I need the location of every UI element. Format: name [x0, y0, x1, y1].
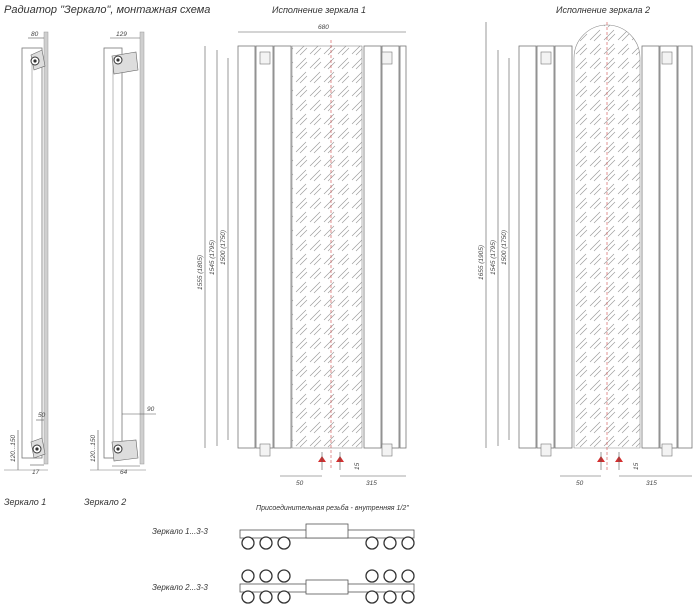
front-view-2: Исполнение зеркала 2 1655 (1905) 1545 (1…: [478, 5, 693, 487]
side2-label: Зеркало 2: [84, 497, 126, 507]
front1-left: 50: [296, 480, 304, 487]
front-view-1: Исполнение зеркала 1 680 1555 (1805) 154…: [197, 5, 407, 487]
section1-label: Зеркало 1...3-3: [152, 527, 208, 536]
front1-h3: 1500 (1750): [220, 230, 227, 265]
front2-title: Исполнение зеркала 2: [556, 5, 650, 15]
front1-title: Исполнение зеркала 1: [272, 5, 366, 15]
front1-bottom: 15: [354, 462, 361, 470]
front1-width: 680: [318, 24, 329, 31]
side1-wall: 50: [38, 412, 46, 419]
front2-bottom: 15: [633, 462, 640, 470]
connection-note: Присоединительная резьба - внутренняя 1/…: [256, 504, 409, 512]
front2-h1: 1655 (1905): [478, 245, 485, 280]
side1-label: Зеркало 1: [4, 497, 46, 507]
front2-h3: 1500 (1750): [501, 230, 508, 265]
side2-depth: 129: [116, 31, 127, 38]
side-view-2: 129 90 120...150 64 Зеркало 2: [84, 31, 156, 507]
front2-h2: 1545 (1795): [490, 240, 497, 275]
front1-h2: 1545 (1795): [209, 240, 216, 275]
front1-right: 315: [366, 480, 377, 487]
front2-right: 315: [646, 480, 657, 487]
side1-height-range: 120...150: [10, 435, 17, 462]
side1-offset: 17: [32, 469, 40, 476]
side-view-1: 80 50 120...150 17 Зеркало 1: [4, 31, 49, 507]
side2-offset: 64: [120, 469, 128, 476]
section2-label: Зеркало 2...3-3: [152, 583, 208, 592]
diagram-title: Радиатор "Зеркало", монтажная схема: [4, 4, 210, 16]
connection-sections: Присоединительная резьба - внутренняя 1/…: [152, 504, 415, 604]
front1-h1: 1555 (1805): [197, 255, 204, 290]
side2-wall: 90: [147, 406, 155, 413]
front2-left: 50: [576, 480, 584, 487]
side2-height-range: 120...150: [90, 435, 97, 462]
side1-depth: 80: [31, 31, 39, 38]
